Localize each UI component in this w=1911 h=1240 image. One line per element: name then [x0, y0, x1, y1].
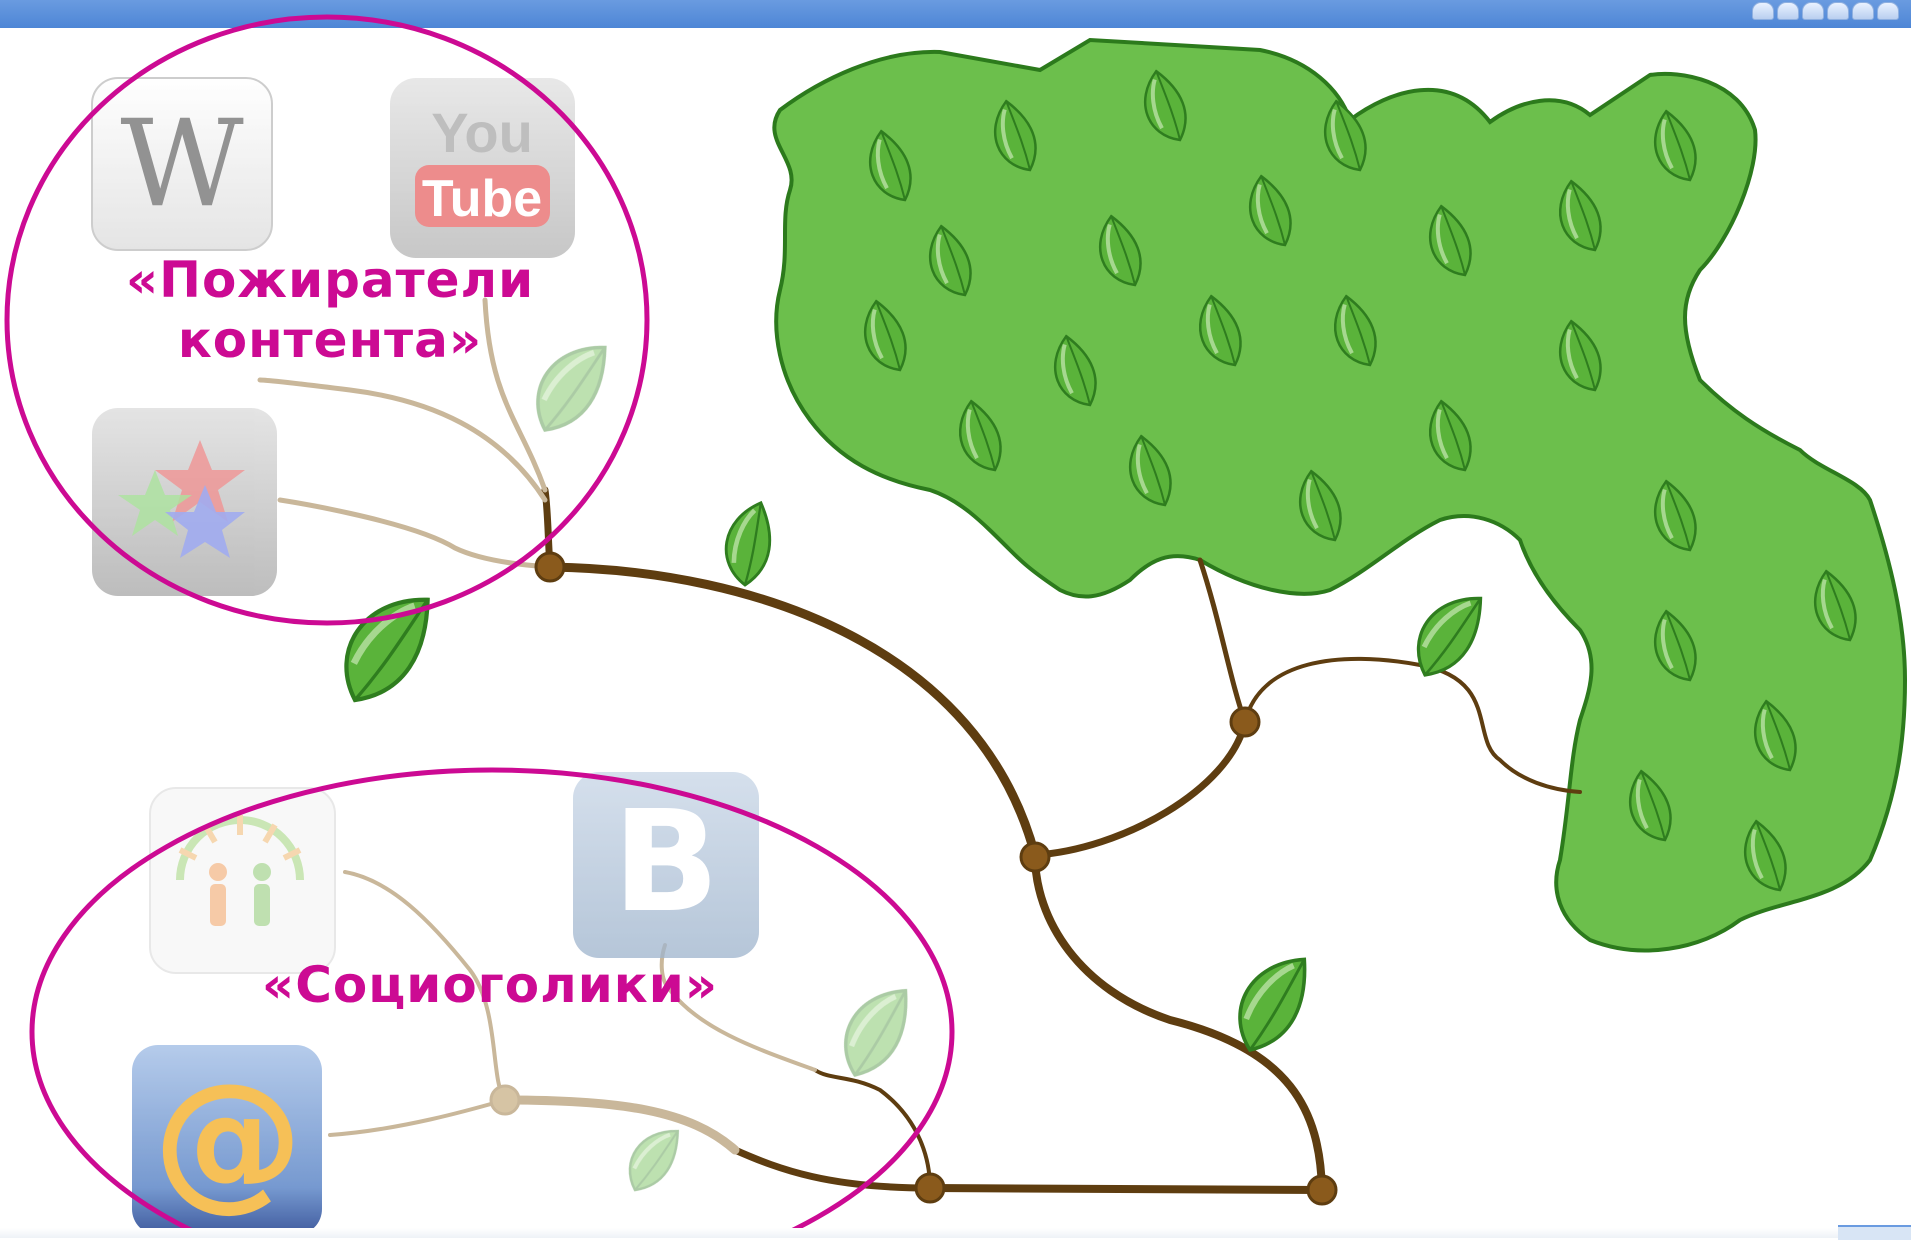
svg-text:B: B: [613, 781, 720, 944]
slide-navigation[interactable]: [1752, 2, 1899, 20]
svg-text:@: @: [153, 1052, 303, 1226]
branch-nodes: [489, 551, 1338, 1206]
stars-app-icon: [92, 408, 277, 596]
tree-branches: [541, 486, 1582, 1194]
slide-nav-dot[interactable]: [1777, 2, 1799, 20]
tree-canopy: [772, 37, 1908, 953]
slide-nav-dot[interactable]: [1802, 2, 1824, 20]
slide-nav-dot[interactable]: [1827, 2, 1849, 20]
sociogolics-caption: «Социоголики»: [230, 955, 750, 1015]
youtube-icon: You Tube: [390, 78, 575, 258]
sociogolics-highlight: [29, 767, 955, 1238]
content-eaters-highlight: [4, 14, 650, 626]
content-eaters-caption-line1: «Пожиратели: [125, 251, 535, 309]
slide-nav-dot[interactable]: [1852, 2, 1874, 20]
slide-nav-dot[interactable]: [1752, 2, 1774, 20]
people-app-icon: [149, 787, 336, 974]
bottom-edge: [0, 1228, 1911, 1238]
content-eaters-caption-line2: контента»: [177, 311, 483, 369]
svg-text:You: You: [431, 101, 533, 164]
vkontakte-icon: B: [573, 772, 759, 958]
top-bar: [0, 0, 1911, 28]
wikipedia-icon: W: [91, 77, 273, 251]
slide-nav-dot[interactable]: [1877, 2, 1899, 20]
svg-text:Tube: Tube: [422, 170, 542, 228]
corner-tab: [1838, 1225, 1911, 1240]
mailru-icon: @: [132, 1045, 322, 1235]
sociogolics-caption-text: «Социоголики»: [261, 956, 719, 1014]
faded-branches: [257, 297, 817, 1155]
svg-text:W: W: [120, 95, 243, 234]
content-eaters-caption: «Пожиратели контента»: [80, 250, 580, 370]
